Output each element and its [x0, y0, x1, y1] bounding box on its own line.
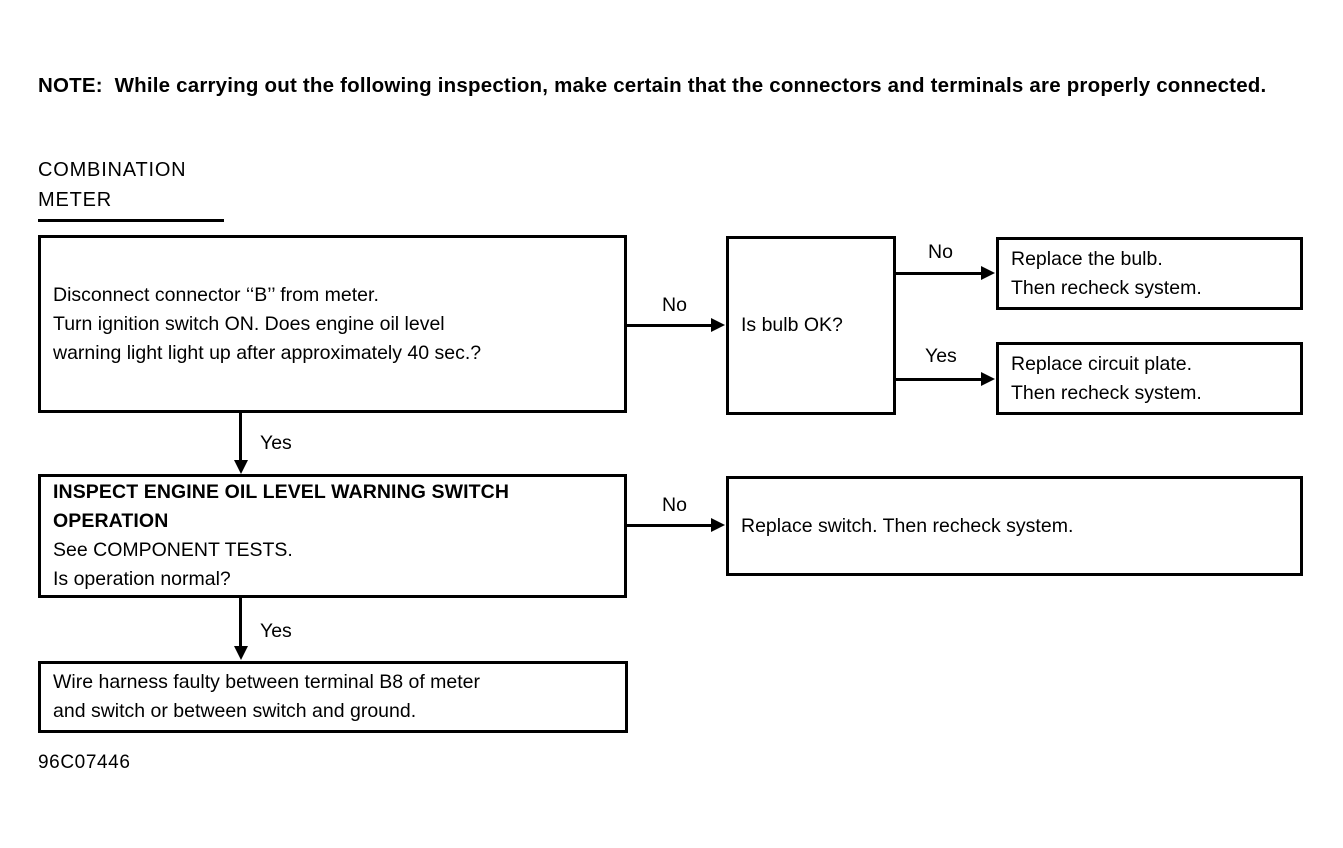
step2-line-3: See COMPONENT TESTS. [53, 539, 293, 561]
step1-line-3: warning light light up after approximate… [53, 341, 482, 364]
figure-reference-code: 96C07446 [38, 752, 131, 773]
replace-switch-line-1: Replace switch. Then recheck system. [741, 514, 1074, 537]
replace-switch-text: Replace switch. Then recheck system. [729, 512, 1300, 541]
step2-line-1: INSPECT ENGINE OIL LEVEL WARNING SWITCH [53, 481, 510, 503]
connector-step1-to-step2 [239, 413, 242, 462]
branch-label-bulb-yes: Yes [925, 345, 957, 367]
bulb-check-line-1: Is bulb OK? [741, 314, 843, 336]
replace-bulb-box: Replace the bulb. Then recheck system. [996, 237, 1303, 310]
branch-label-step1-yes: Yes [260, 432, 292, 454]
replace-switch-box: Replace switch. Then recheck system. [726, 476, 1303, 576]
replace-bulb-line-1: Replace the bulb. [1011, 247, 1163, 270]
bulb-check-text: Is bulb OK? [729, 311, 893, 340]
wire-harness-box: Wire harness faulty between terminal B8 … [38, 661, 628, 733]
section-heading-underline [38, 219, 224, 222]
replace-bulb-text: Replace the bulb. Then recheck system. [999, 245, 1300, 303]
wire-harness-text: Wire harness faulty between terminal B8 … [41, 668, 625, 726]
section-heading-combination-meter: COMBINATION METER [38, 155, 338, 222]
arrow-step2-to-replace-switch [711, 518, 725, 532]
replace-circuit-plate-text: Replace circuit plate. Then recheck syst… [999, 350, 1300, 408]
arrow-bulb-to-replace-circuit-plate [981, 372, 995, 386]
arrow-bulb-to-replace-bulb [981, 266, 995, 280]
step1-line-1: Disconnect connector ‘‘B’’ from meter. [53, 283, 379, 306]
replace-circuit-plate-line-2: Then recheck system. [1011, 381, 1202, 404]
connector-step2-to-replace-switch [627, 524, 711, 527]
note-paragraph: NOTE: While carrying out the following i… [38, 74, 1267, 97]
step2-line-4: Is operation normal? [53, 568, 231, 590]
branch-label-step1-no: No [662, 294, 687, 316]
connector-step1-to-bulb [627, 324, 711, 327]
branch-label-bulb-no: No [928, 241, 953, 263]
arrow-step1-to-step2 [234, 460, 248, 474]
step1-question-box: Disconnect connector ‘‘B’’ from meter. T… [38, 235, 627, 413]
step1-line-2: Turn ignition switch ON. Does engine oil… [53, 312, 445, 335]
bulb-check-box: Is bulb OK? [726, 236, 896, 415]
connector-bulb-to-replace-bulb [896, 272, 981, 275]
arrow-step2-to-wire-harness [234, 646, 248, 660]
step2-text: INSPECT ENGINE OIL LEVEL WARNING SWITCH … [41, 478, 624, 594]
connector-step2-to-wire-harness [239, 598, 242, 648]
step2-inspect-box: INSPECT ENGINE OIL LEVEL WARNING SWITCH … [38, 474, 627, 598]
step2-line-2: OPERATION [53, 510, 169, 532]
replace-circuit-plate-line-1: Replace circuit plate. [1011, 352, 1193, 375]
branch-label-step2-no: No [662, 494, 687, 516]
branch-label-step2-yes: Yes [260, 620, 292, 642]
replace-bulb-line-2: Then recheck system. [1011, 276, 1202, 299]
section-heading-line-2: METER [38, 189, 112, 211]
step1-text: Disconnect connector ‘‘B’’ from meter. T… [41, 281, 624, 368]
wire-harness-line-1: Wire harness faulty between terminal B8 … [53, 671, 481, 693]
replace-circuit-plate-box: Replace circuit plate. Then recheck syst… [996, 342, 1303, 415]
arrow-step1-to-bulb [711, 318, 725, 332]
section-heading-line-1: COMBINATION [38, 159, 187, 181]
wire-harness-line-2: and switch or between switch and ground. [53, 700, 417, 722]
connector-bulb-to-replace-circuit-plate [896, 378, 981, 381]
